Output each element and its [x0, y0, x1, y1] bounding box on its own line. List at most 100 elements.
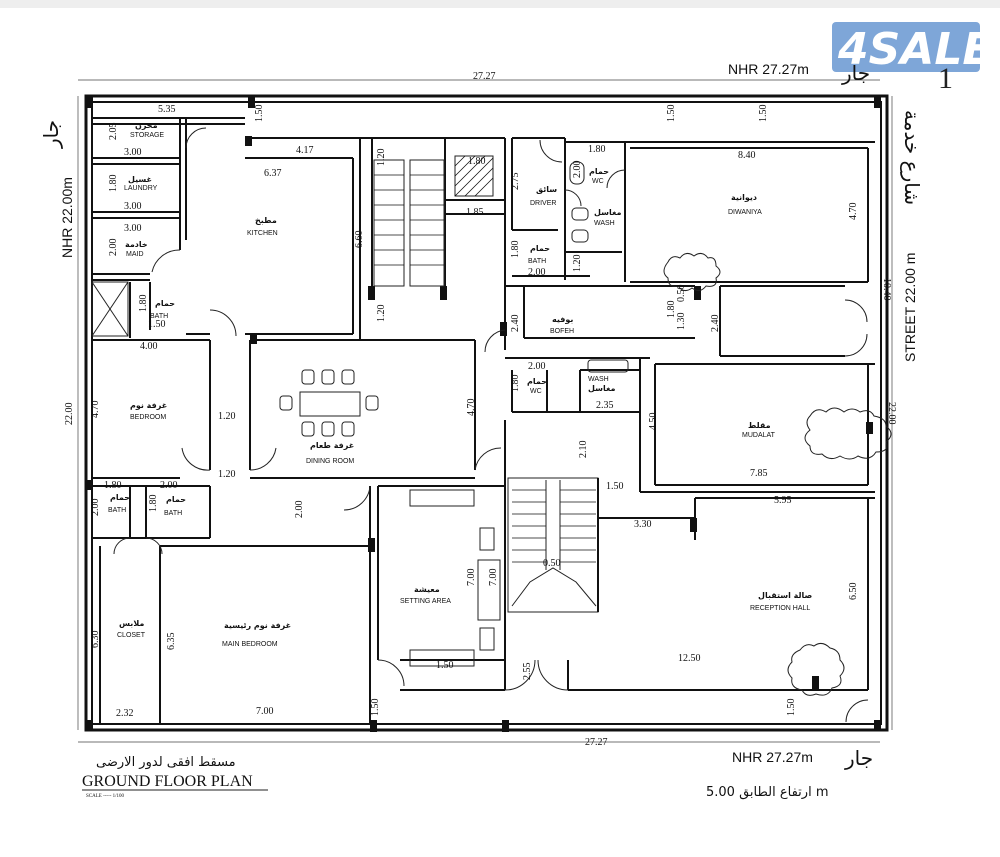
label-wash-mid-en: WASH — [588, 376, 609, 383]
label-wc-mid-en: WC — [530, 388, 542, 395]
dim-180-g: 1.80 — [510, 375, 521, 393]
logo-text: 4SALE — [837, 24, 992, 75]
dim-150-f: 1.50 — [370, 699, 381, 717]
doors — [113, 127, 869, 723]
interior-walls — [91, 117, 875, 724]
label-bath-1-en: BATH — [108, 507, 126, 514]
dim-185: 1.85 — [466, 207, 484, 218]
top-strip — [0, 0, 1000, 8]
dim-overall-left: 22.00 — [64, 403, 75, 426]
dim-450: 4.50 — [648, 413, 659, 431]
dim-470-c: 4.70 — [466, 399, 477, 417]
label-main-bedroom-ar: غرفة نوم رئيسية — [224, 621, 291, 630]
dim-130: 1.30 — [676, 313, 687, 331]
dim-150-a: 1.50 — [254, 105, 265, 123]
dim-300-b: 3.00 — [124, 201, 142, 212]
dim-300-a: 3.00 — [124, 147, 142, 158]
label-bofeh-en: BOFEH — [550, 328, 574, 335]
label-dining-ar: غرفة طعام — [310, 441, 354, 450]
label-diwaniya-en: DIWANIYA — [728, 209, 762, 216]
label-bofeh-ar: بوفيه — [552, 315, 573, 324]
label-storage-ar: مخزن — [135, 121, 158, 130]
label-kitchen-en: KITCHEN — [247, 230, 278, 237]
dim-200-c: 2.00 — [572, 161, 583, 179]
label-bedroom-en: BEDROOM — [130, 414, 166, 421]
label-main-bedroom-en: MAIN BEDROOM — [222, 641, 278, 648]
room-labels: مخزن STORAGE غسيل LAUNDRY خادمة MAID حما… — [108, 121, 812, 648]
label-wc-mid-ar: حمام — [527, 377, 547, 386]
dim-150-h: 1.50 — [786, 699, 797, 717]
dim-overall-right: 22.00 — [886, 402, 897, 425]
label-maid-en: MAID — [126, 251, 144, 258]
dim-535: 5.35 — [158, 104, 176, 115]
dim-785: 7.85 — [750, 468, 768, 479]
dim-200-f: 2.00 — [90, 499, 101, 517]
street-label: STREET 22.00 m — [902, 253, 918, 362]
street-arabic: شارع خدمة — [900, 110, 924, 205]
staircase-bottom — [511, 480, 597, 607]
dim-150-e: 1.50 — [606, 481, 624, 492]
level-top: NHR 27.27m — [728, 61, 809, 77]
outer-boundary — [84, 94, 889, 732]
dim-700-c: 7.00 — [256, 706, 274, 717]
plan-title: GROUND FLOOR PLAN — [82, 773, 253, 790]
dim-120-b: 1.20 — [376, 305, 387, 323]
structural-columns — [86, 96, 881, 732]
brand-logo: 4SALE — [832, 22, 992, 75]
dim-630: 6.30 — [90, 631, 101, 649]
label-wash-top-en: WASH — [594, 220, 615, 227]
plan-title-arabic: مسقط افقى لدور الارضى — [96, 755, 236, 770]
dim-overall-top: 27.27 — [473, 71, 496, 82]
label-kitchen-ar: مطبخ — [255, 216, 277, 225]
dining-table — [279, 369, 379, 437]
label-setting-en: SETTING AREA — [400, 598, 451, 605]
level-left: NHR 22.00m — [59, 177, 75, 258]
dim-275: 2.75 — [510, 173, 521, 191]
dim-595: 5.95 — [774, 495, 792, 506]
label-laundry-en: LAUNDRY — [124, 185, 158, 192]
label-wash-top-ar: مغاسل — [594, 208, 622, 217]
dim-232: 2.32 — [116, 708, 134, 719]
dim-120-e: 1.20 — [218, 469, 236, 480]
label-wash-mid-ar: مغاسل — [588, 384, 616, 393]
label-diwaniya-ar: ديوانية — [731, 193, 757, 202]
dim-180-i: 1.80 — [148, 495, 159, 513]
dim-470-b: 4.70 — [90, 401, 101, 419]
dim-150-g: 1.50 — [436, 660, 454, 671]
dim-637: 6.37 — [264, 168, 282, 179]
label-closet-ar: ملابس — [119, 619, 144, 629]
label-dining-en: DINING ROOM — [306, 458, 354, 465]
dim-120-d: 1.20 — [218, 411, 236, 422]
dim-255: 2.55 — [522, 663, 533, 681]
dim-650: 6.50 — [848, 583, 859, 601]
dim-180-d: 1.80 — [510, 241, 521, 259]
page-number: 1 — [938, 62, 953, 95]
dim-205: 2.05 — [108, 123, 119, 141]
dim-330: 3.30 — [634, 519, 652, 530]
dim-700-a: 7.00 — [466, 569, 477, 587]
label-bath-driver-ar: حمام — [530, 244, 550, 253]
dim-417: 4.17 — [296, 145, 314, 156]
dim-050-a: 0.50 — [676, 285, 687, 303]
dim-240-b: 2.40 — [710, 315, 721, 333]
label-wc-top-ar: حمام — [589, 167, 609, 176]
dim-150-d: 1.50 — [148, 319, 166, 330]
label-setting-ar: معيشة — [414, 585, 440, 594]
label-bath-driver-en: BATH — [528, 258, 546, 265]
floor-height: ارتفاع الطابق 5.00 m — [706, 785, 828, 800]
staircase-top — [373, 155, 494, 287]
dim-150-c: 1.50 — [758, 105, 769, 123]
label-bath-2-ar: حمام — [166, 495, 186, 504]
dim-050-b: 0.50 — [543, 558, 561, 569]
dim-210: 2.10 — [578, 441, 589, 459]
dim-700-b: 7.00 — [488, 569, 499, 587]
dim-180-c: 1.80 — [468, 156, 486, 167]
dim-840: 8.40 — [738, 150, 756, 161]
dim-180-a: 1.80 — [108, 175, 119, 193]
level-bottom: NHR 27.27m — [732, 749, 813, 765]
dim-200-e: 2.00 — [160, 480, 178, 491]
dim-180-e: 1.80 — [588, 144, 606, 155]
label-bath-maid-en: BATH — [150, 313, 168, 320]
dim-120-a: 1.20 — [376, 149, 387, 167]
